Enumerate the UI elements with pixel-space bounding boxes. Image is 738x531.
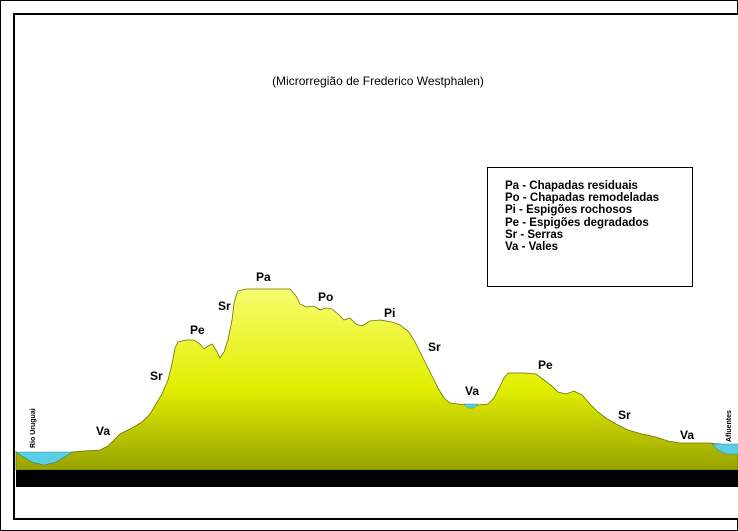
label-va-left: Va	[96, 424, 111, 438]
river-left-water	[15, 451, 73, 466]
legend-item-sr: Sr - Serras	[505, 228, 564, 241]
diagram-title: (Microrregião de Frederico Westphalen)	[272, 74, 484, 88]
terrain-surface	[15, 288, 738, 471]
label-rio-uruguai: Rio Uruguai	[30, 408, 37, 448]
label-sr-upper: Sr	[218, 299, 231, 313]
legend-item-po: Po - Chapadas remodeladas	[505, 192, 660, 205]
label-va-right: Va	[680, 428, 695, 442]
label-sr-mid: Sr	[428, 340, 441, 354]
base-bar	[16, 470, 738, 487]
river-right-water	[711, 443, 738, 455]
label-po: Po	[318, 290, 334, 304]
label-pa: Pa	[256, 270, 271, 284]
legend-item-pe: Pe - Espigões degradados	[505, 216, 649, 229]
legend-box: Pa - Chapadas residuais Po - Chapadas re…	[487, 167, 693, 287]
legend-item-pi: Pi - Espigões rochosos	[505, 204, 633, 217]
label-afluentes: Afluentes	[726, 410, 733, 442]
label-sr-right: Sr	[618, 408, 631, 422]
label-pe-right: Pe	[538, 358, 553, 372]
label-sr-left: Sr	[150, 369, 163, 383]
label-va-mid: Va	[465, 384, 480, 398]
legend-item-va: Va - Vales	[505, 241, 559, 254]
label-pi: Pi	[384, 306, 396, 320]
label-pe-left: Pe	[190, 323, 205, 337]
legend-item-pa: Pa - Chapadas residuais	[505, 180, 638, 192]
valley-water	[463, 403, 479, 409]
